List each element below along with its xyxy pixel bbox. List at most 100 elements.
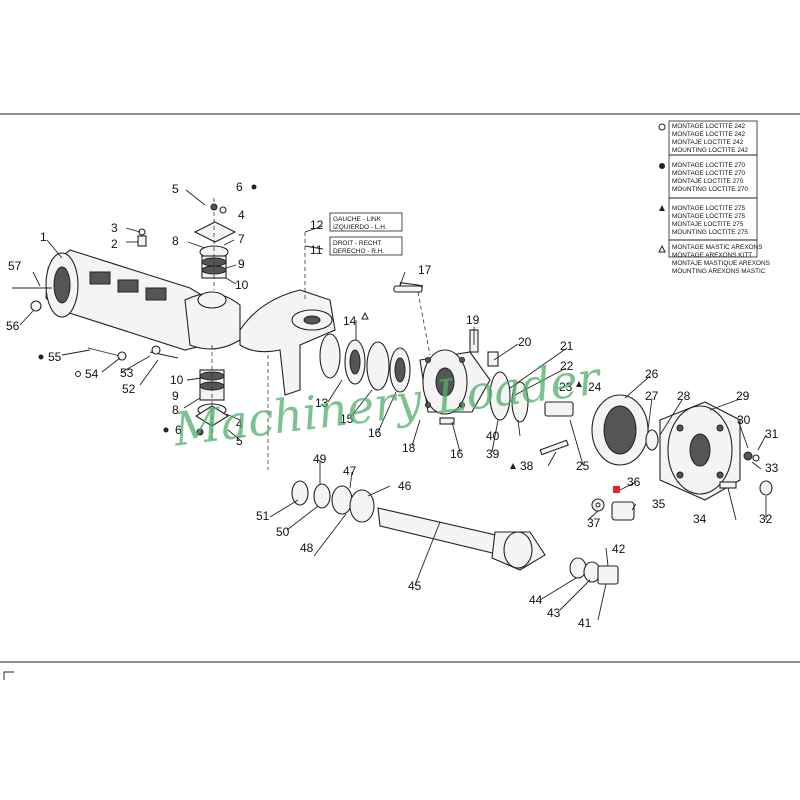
drawing-frame bbox=[0, 113, 800, 680]
callout-35: 35 bbox=[652, 497, 666, 511]
callout-7: 7 bbox=[238, 232, 245, 246]
mastic-marker bbox=[361, 311, 369, 320]
callout-37: 37 bbox=[587, 516, 601, 530]
callout-53: 53 bbox=[120, 366, 134, 380]
loctite-270-marker bbox=[38, 354, 44, 360]
callout-6-lower: 6 bbox=[175, 423, 182, 437]
callout-34: 34 bbox=[693, 512, 707, 526]
legend-1-line-2: MONTAGE LOCTITE 242 bbox=[672, 131, 745, 138]
legend-4-line-2: MONTAGE AREXONS KITT bbox=[672, 252, 752, 259]
legend-1-line-4: MOUNTING LOCTITE 242 bbox=[672, 147, 748, 154]
legend-4-line-3: MONTAJE MASTIQUE AREXONS bbox=[672, 260, 770, 267]
callout-30: 30 bbox=[737, 413, 751, 427]
loctite-270-marker bbox=[251, 184, 257, 190]
callout-31: 31 bbox=[765, 427, 779, 441]
callout-57: 57 bbox=[8, 259, 22, 273]
assembly-markers bbox=[38, 184, 582, 469]
callout-22: 22 bbox=[560, 359, 574, 373]
callout-5-lower: 5 bbox=[236, 434, 243, 448]
callout-14: 14 bbox=[343, 314, 357, 328]
callout-3: 3 bbox=[111, 221, 118, 235]
callout-46: 46 bbox=[398, 479, 412, 493]
legend-4-line-1: MONTAGE MASTIC AREXONS bbox=[672, 244, 762, 251]
legend-2-line-2: MONTAGE LOCTITE 270 bbox=[672, 170, 745, 177]
callout-16-right: 16 bbox=[450, 447, 464, 461]
callout-40: 40 bbox=[486, 429, 500, 443]
callout-44: 44 bbox=[529, 593, 543, 607]
callout-labels: 1 2 3 4 4 5 5 6 6 7 8 8 9 9 10 10 11 12 … bbox=[6, 180, 779, 630]
callout-56: 56 bbox=[6, 319, 20, 333]
callout-27: 27 bbox=[645, 389, 659, 403]
callout-9-lower: 9 bbox=[172, 389, 179, 403]
callout-33: 33 bbox=[765, 461, 779, 475]
legend-2-line-1: MONTAGE LOCTITE 270 bbox=[672, 162, 745, 169]
callout-21: 21 bbox=[560, 339, 574, 353]
loctite-270-marker bbox=[163, 427, 169, 433]
legend: MONTAGE LOCTITE 242 MONTAGE LOCTITE 242 … bbox=[658, 120, 770, 275]
legend-3-line-3: MONTAJE LOCTITE 275 bbox=[672, 221, 744, 228]
legend-3-line-2: MONTAGE LOCTITE 275 bbox=[672, 213, 745, 220]
steering-knuckle bbox=[239, 232, 336, 470]
callout-17: 17 bbox=[418, 263, 432, 277]
callout-38: 38 bbox=[520, 459, 534, 473]
callout-43: 43 bbox=[547, 606, 561, 620]
legend-3-line-1: MONTAGE LOCTITE 275 bbox=[672, 205, 745, 212]
callout-20: 20 bbox=[518, 335, 532, 349]
callout-18: 18 bbox=[402, 441, 416, 455]
callout-24: 24 bbox=[588, 380, 602, 394]
callout-45: 45 bbox=[408, 579, 422, 593]
callout-48: 48 bbox=[300, 541, 314, 555]
callout-29: 29 bbox=[736, 389, 750, 403]
loctite-275-marker bbox=[576, 381, 582, 387]
side-labels: GAUCHE - LINK IZQUIERDO - L.H. DROIT - R… bbox=[329, 212, 403, 256]
callout-52: 52 bbox=[122, 382, 136, 396]
lower-pivot-stack bbox=[194, 345, 230, 440]
callout-5-upper: 5 bbox=[172, 182, 179, 196]
callout-4-lower: 4 bbox=[236, 417, 243, 431]
planetary-assembly bbox=[544, 394, 741, 501]
red-marker bbox=[613, 486, 620, 493]
callout-42: 42 bbox=[612, 542, 626, 556]
left-side-line-2: IZQUIERDO - L.H. bbox=[333, 224, 387, 231]
callout-1: 1 bbox=[40, 230, 47, 244]
callout-54: 54 bbox=[85, 367, 99, 381]
legend-3-line-4: MOUNTING LOCTITE 275 bbox=[672, 229, 748, 236]
legend-2-line-3: MONTAJE LOCTITE 270 bbox=[672, 178, 744, 185]
callout-25: 25 bbox=[576, 459, 590, 473]
legend-2-line-4: MOUNTING LOCTITE 270 bbox=[672, 186, 748, 193]
circle-open-icon bbox=[658, 123, 666, 131]
callout-15: 15 bbox=[340, 412, 354, 426]
right-side-line-1: DROIT - RECHT bbox=[333, 240, 381, 247]
callout-6-upper: 6 bbox=[236, 180, 243, 194]
callout-28: 28 bbox=[677, 389, 691, 403]
upper-pivot-stack bbox=[193, 198, 237, 290]
legend-1-line-1: MONTAGE LOCTITE 242 bbox=[672, 123, 745, 130]
callout-39: 39 bbox=[486, 447, 500, 461]
callout-19: 19 bbox=[466, 313, 480, 327]
callout-49: 49 bbox=[313, 452, 327, 466]
axle-housing bbox=[45, 249, 241, 351]
callout-50: 50 bbox=[276, 525, 290, 539]
legend-4-line-4: MOUNTING AREXONS MASTIC bbox=[672, 268, 766, 275]
callout-10-upper: 10 bbox=[235, 278, 249, 292]
callout-36: 36 bbox=[627, 475, 641, 489]
callout-12: 12 bbox=[310, 218, 324, 232]
callout-47: 47 bbox=[343, 464, 357, 478]
legend-1-line-3: MONTAJE LOCTITE 242 bbox=[672, 139, 744, 146]
callout-10-lower: 10 bbox=[170, 373, 184, 387]
callout-4-upper: 4 bbox=[238, 208, 245, 222]
callout-13: 13 bbox=[315, 396, 329, 410]
left-side-line-1: GAUCHE - LINK bbox=[333, 216, 382, 223]
callout-16-left: 16 bbox=[368, 426, 382, 440]
drive-shaft bbox=[291, 480, 619, 585]
circle-filled-icon bbox=[659, 163, 665, 169]
triangle-filled-icon bbox=[659, 205, 665, 211]
callout-41: 41 bbox=[578, 616, 592, 630]
loctite-275-marker bbox=[510, 463, 516, 469]
callout-32: 32 bbox=[759, 512, 773, 526]
callout-26: 26 bbox=[645, 367, 659, 381]
loctite-242-marker bbox=[75, 371, 81, 377]
callout-11: 11 bbox=[310, 243, 323, 257]
callout-55: 55 bbox=[48, 350, 62, 364]
